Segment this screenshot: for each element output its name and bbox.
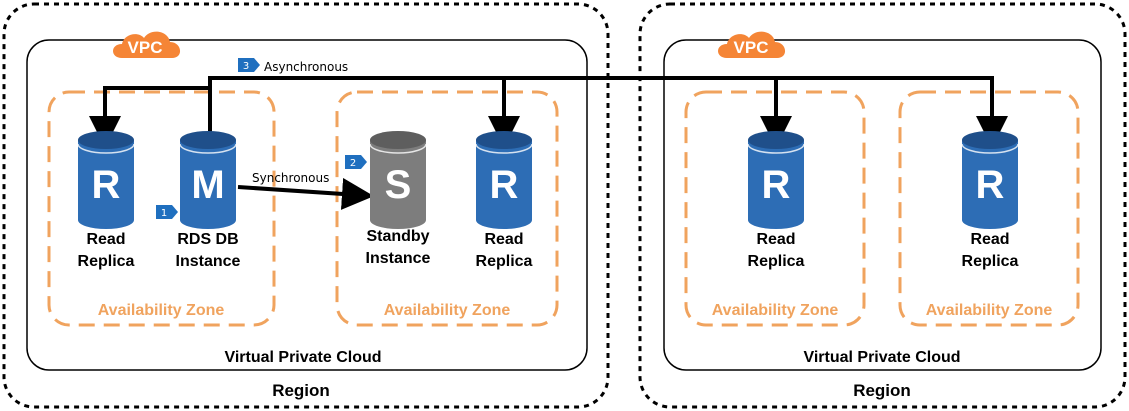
async-label: Asynchronous — [264, 60, 348, 74]
database-label-line1: Read — [756, 231, 795, 248]
database-label-line2: Instance — [176, 253, 241, 270]
database-label-line2: Replica — [78, 253, 135, 270]
database-letter: R — [92, 163, 121, 207]
availability-zone-label-2: Availability Zone — [384, 302, 511, 319]
database-label-line1: Read — [970, 231, 1009, 248]
database-label-line2: Replica — [476, 253, 533, 270]
availability-zone-box-3 — [684, 90, 866, 327]
sync-replication-arrow — [237, 177, 374, 210]
async-replication-arrows — [89, 76, 1008, 148]
vpc-tag-1: VPC — [128, 38, 163, 57]
database-label-line1: Standby — [366, 228, 429, 245]
vpc-cloud-icon: VPC — [718, 31, 786, 58]
badge-2-icon: 2 — [345, 155, 367, 169]
database-letter: R — [490, 163, 519, 207]
svg-text:1: 1 — [161, 208, 167, 219]
sync-label: Synchronous — [252, 171, 329, 185]
svg-text:2: 2 — [350, 158, 356, 169]
region-label-2: Region — [853, 381, 911, 400]
availability-zone-label-4: Availability Zone — [926, 302, 1053, 319]
database-label-line1: Read — [86, 231, 125, 248]
database-letter: M — [191, 163, 224, 207]
svg-text:3: 3 — [243, 61, 249, 72]
badge-1-icon: 1 — [156, 205, 178, 219]
database-label-line2: Replica — [748, 253, 805, 270]
region-box-1 — [2, 2, 610, 409]
region-label-1: Region — [272, 381, 330, 400]
database-label-line1: RDS DB — [177, 231, 238, 248]
region-box-2 — [638, 2, 1127, 409]
database-label-line2: Instance — [366, 250, 431, 267]
database-label-line1: Read — [484, 231, 523, 248]
vpc-caption-2: Virtual Private Cloud — [803, 349, 960, 366]
availability-zone-box-1 — [47, 90, 276, 327]
badge-3-icon: 3 — [238, 58, 260, 72]
vpc-box-2 — [663, 39, 1102, 371]
vpc-tag-2: VPC — [734, 38, 769, 57]
availability-zone-box-2 — [335, 90, 559, 327]
database-letter: S — [385, 163, 412, 207]
vpc-caption-1: Virtual Private Cloud — [224, 349, 381, 366]
database-label-line2: Replica — [962, 253, 1019, 270]
database-icon: M RDS DB Instance — [176, 131, 241, 270]
vpc-box-1 — [26, 39, 588, 371]
database-letter: R — [976, 163, 1005, 207]
database-letter: R — [762, 163, 791, 207]
vpc-cloud-icon: VPC — [113, 31, 181, 58]
availability-zone-label-1: Availability Zone — [98, 302, 225, 319]
availability-zone-label-3: Availability Zone — [712, 302, 839, 319]
availability-zone-box-4 — [898, 90, 1080, 327]
